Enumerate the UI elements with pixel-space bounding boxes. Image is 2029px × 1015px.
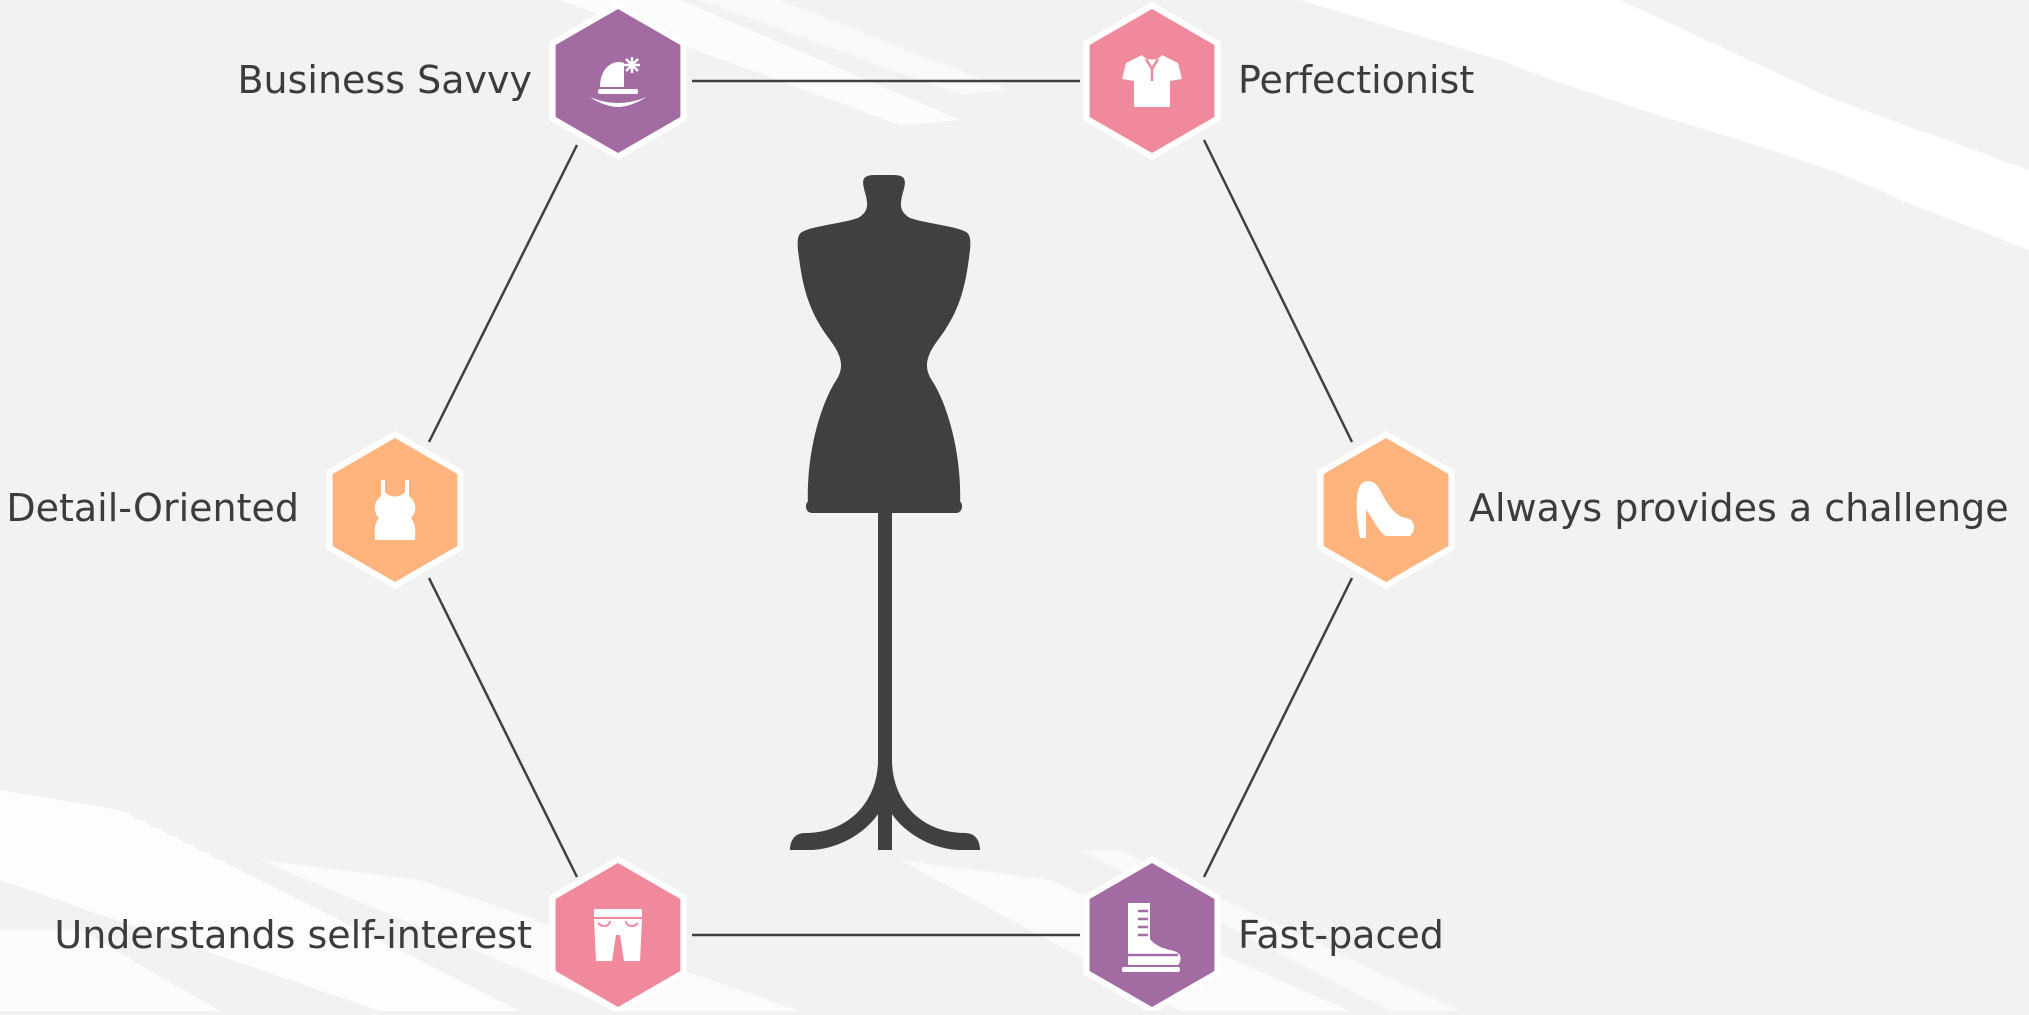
connector-lines <box>427 79 1354 937</box>
hexagon-node-always-provides-a-challenge <box>1317 431 1455 589</box>
boot-icon <box>1122 903 1181 972</box>
node-label-business-savvy: Business Savvy <box>237 58 532 102</box>
shirt-icon <box>1122 55 1182 107</box>
node-label-understands-self-interest: Understands self-interest <box>54 913 532 957</box>
hexagon-fill <box>1089 863 1215 1007</box>
node-label-detail-oriented: Detail-Oriented <box>6 486 299 530</box>
connector-line <box>427 577 579 878</box>
hexagon-node-detail-oriented <box>326 431 464 589</box>
hexagon-node-fast-paced <box>1083 856 1221 1014</box>
hexagon-node-understands-self-interest <box>549 856 687 1014</box>
connector-line <box>1202 577 1354 878</box>
node-label-fast-paced: Fast-paced <box>1238 913 1444 957</box>
high-heel-icon <box>1356 481 1415 538</box>
tank-top-icon <box>374 480 416 540</box>
hexagon-node-business-savvy <box>549 2 687 160</box>
node-label-perfectionist: Perfectionist <box>1238 58 1475 102</box>
connector-line <box>1202 139 1354 443</box>
sun-hat-icon <box>590 57 646 107</box>
shorts-icon <box>594 909 642 961</box>
dress-form-icon <box>790 175 980 850</box>
hexagon-node-perfectionist <box>1083 2 1221 160</box>
node-label-always-provides-a-challenge: Always provides a challenge <box>1469 486 2009 530</box>
connector-line <box>427 144 579 443</box>
